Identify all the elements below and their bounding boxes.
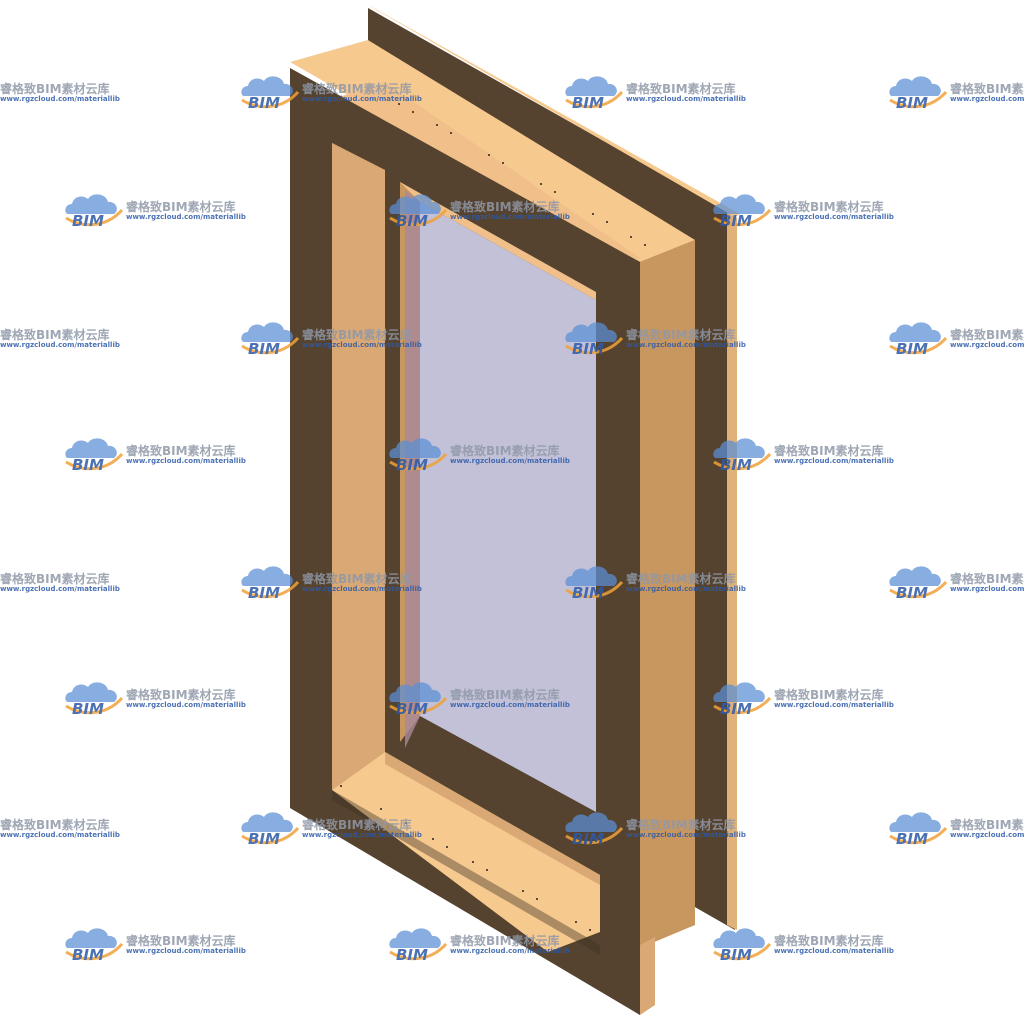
sash-top-light — [400, 182, 596, 300]
right-jamb-depth — [640, 240, 695, 948]
back-frame-edge — [727, 212, 737, 930]
head-fastener-dots — [398, 103, 646, 246]
back-frame-bottom-tab — [640, 937, 655, 1015]
sill-top-surface — [332, 752, 600, 952]
frame-right-stile — [600, 262, 640, 1015]
glass-pane — [420, 202, 596, 812]
back-frame-top — [368, 5, 740, 217]
glass-left-edge — [405, 190, 420, 748]
sill-fastener-dots — [340, 785, 591, 931]
sill-shade — [385, 752, 600, 885]
inner-left-face — [332, 143, 385, 790]
frame-inner-bottom — [332, 790, 600, 955]
